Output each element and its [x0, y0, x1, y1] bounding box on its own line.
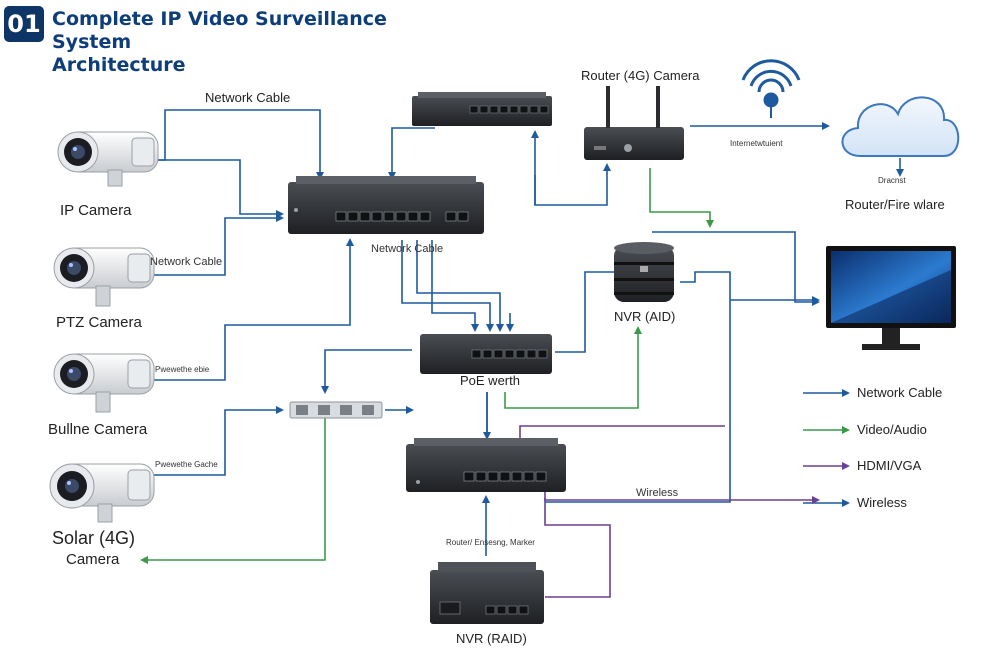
- link-main-poe-3: [431, 240, 479, 332]
- link-nvr-aid-wireless: [545, 271, 731, 503]
- label-ip-camera: IP Camera: [60, 202, 132, 219]
- router-device[interactable]: [584, 86, 684, 160]
- ip-camera[interactable]: [57, 131, 159, 187]
- nvr-raid-device[interactable]: [430, 562, 544, 624]
- legend-network-cable: Network Cable: [857, 385, 942, 400]
- bullet-camera[interactable]: [53, 353, 155, 413]
- label-bullet-camera: Bullne Camera: [48, 421, 148, 438]
- label-wireless: Wireless: [636, 487, 679, 499]
- link-converter-solar: [140, 412, 326, 564]
- section-badge: 01: [4, 6, 44, 42]
- label-network-cable-small-1: Pwewethe ebie: [155, 365, 210, 374]
- legend-label-video: Video/Audio: [857, 422, 927, 437]
- legend-label-hdmi: HDMI/VGA: [857, 458, 922, 473]
- label-solar-camera-line2: Camera: [66, 551, 120, 568]
- link-ipcam-switch-top: [150, 109, 324, 180]
- wifi-icon: [741, 59, 801, 118]
- link-router-up: [534, 163, 611, 206]
- label-nvr-raid: NVR (RAID): [456, 631, 527, 646]
- nvr-aid-device[interactable]: [614, 242, 674, 302]
- link-bullet-main-switch: [150, 238, 354, 381]
- label-poe-switch: PoE werth: [460, 373, 520, 388]
- label-solar-camera-line1: Solar (4G): [52, 528, 136, 548]
- hdmi-vga-links: [519, 425, 850, 598]
- ptz-camera[interactable]: [53, 247, 155, 307]
- media-converter[interactable]: [289, 401, 383, 419]
- link-ipcam-main-switch: [150, 159, 284, 218]
- legend-video-audio: Video/Audio: [857, 422, 927, 437]
- label-network-cable-center: Network Cable: [371, 243, 444, 255]
- label-internet: Internetwtuient: [730, 139, 783, 148]
- legend-label-wireless: Wireless: [857, 495, 907, 510]
- link-solar-media-converter: [150, 406, 284, 476]
- diagram-title: Complete IP Video Surveillance System Ar…: [52, 8, 472, 77]
- video-audio-links: [140, 168, 850, 564]
- cloud-icon: [841, 96, 960, 157]
- legend-wireless: Wireless: [857, 495, 907, 510]
- network-cable-links: [150, 109, 904, 556]
- title-line-1: Complete IP Video Surveillance System: [52, 8, 387, 53]
- title-line-2: Architecture: [52, 54, 186, 76]
- label-ptz-camera: PTZ Camera: [56, 314, 142, 331]
- top-switch[interactable]: [412, 92, 552, 126]
- monitor-device[interactable]: [826, 246, 956, 350]
- label-router: Router (4G) Camera: [581, 68, 700, 83]
- link-bottom-switch-hdmi: [519, 425, 725, 442]
- link-nvr-aid-monitor: [652, 231, 820, 306]
- link-poe-nvr-aid: [555, 271, 614, 353]
- poe-switch-device[interactable]: [420, 334, 552, 374]
- link-poe-nvr-aid-video: [504, 326, 642, 409]
- label-cloud: Dracnst: [878, 176, 906, 185]
- link-bottom-switch-wireless: [544, 490, 820, 504]
- legend-hdmi-vga: HDMI/VGA: [857, 458, 921, 473]
- bottom-switch-device[interactable]: [406, 438, 566, 492]
- link-main-poe-1: [401, 240, 494, 332]
- label-router-firewall: Router/Fire wlare: [845, 197, 945, 212]
- label-nvr-aid: NVR (AID): [614, 309, 676, 324]
- solar-camera[interactable]: [49, 463, 155, 523]
- link-ptz-main-switch: [150, 214, 284, 276]
- label-network-cable-small-2: Pwewethe Gache: [155, 460, 218, 469]
- link-router-nvr-aid: [649, 168, 714, 228]
- label-network-cable-top: Network Cable: [205, 90, 291, 105]
- legend-label-network: Network Cable: [857, 385, 943, 400]
- link-poe-converter: [321, 349, 412, 394]
- main-switch[interactable]: [288, 176, 484, 234]
- link-main-poe-2: [416, 240, 504, 332]
- label-network-cable-left: Network Cable: [150, 256, 223, 268]
- label-router-bottom: Router/ Ensesng, Marker: [446, 538, 535, 547]
- link-nvr-raid-hdmi: [544, 498, 611, 598]
- link-top-switch-main: [388, 127, 435, 180]
